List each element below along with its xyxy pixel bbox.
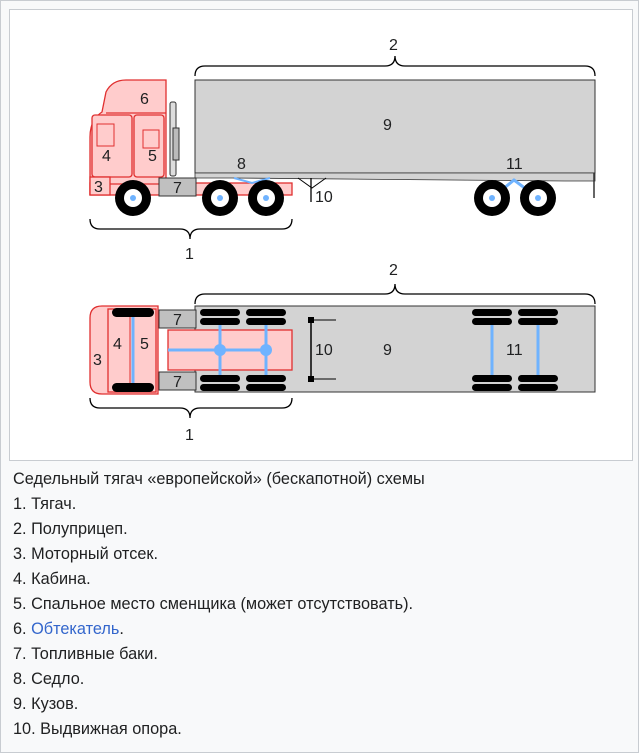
fairing-link[interactable]: Обтекатель [31, 620, 120, 638]
label-11-top: 11 [506, 342, 523, 359]
wheel-trailer-2 [520, 180, 556, 216]
label-3-top: 3 [93, 352, 102, 369]
landing-gear-callout [297, 177, 327, 189]
truck-schematic: 2 9 10 8 6 4 5 [89, 37, 596, 444]
label-5-top: 5 [140, 336, 149, 353]
caption-item: 2. Полуприцеп. [13, 520, 128, 538]
caption-item: 5. Спальное место сменщика (может отсутс… [13, 595, 414, 613]
wheel-trailer-1 [474, 180, 510, 216]
window-rear-side [142, 129, 160, 149]
caption-item: 7. Топливные баки. [13, 645, 158, 663]
truck-diagram[interactable]: 2 9 10 8 6 4 5 [9, 9, 633, 461]
caption: Седельный тягач «европейской» (бескапотн… [13, 467, 628, 742]
caption-item-number: 6. [13, 620, 32, 638]
caption-title: Седельный тягач «европейской» (бескапотн… [13, 470, 425, 488]
caption-item: 1. Тягач. [13, 495, 77, 513]
label-9-top: 9 [383, 342, 392, 359]
label-7-top-a: 7 [173, 312, 182, 329]
caption-item: 9. Кузов. [13, 695, 79, 713]
brace-semitrailer-top [194, 283, 596, 305]
label-1-top: 1 [185, 427, 194, 444]
label-7-top-b: 7 [173, 374, 182, 391]
wheel-drive-1 [202, 180, 238, 216]
brace-tractor-top [89, 397, 293, 419]
fuel-tank-top-a [158, 309, 197, 329]
label-2-side: 2 [389, 37, 398, 54]
exhaust-guard [172, 127, 180, 161]
engine-compartment-side [89, 176, 111, 196]
label-4-side: 4 [102, 148, 111, 165]
label-10-side: 10 [315, 189, 333, 206]
landing-gear-foot-a [308, 317, 314, 323]
label-9-side: 9 [383, 117, 392, 134]
landing-gear-foot-b [308, 376, 314, 382]
label-10-top: 10 [315, 342, 333, 359]
fuel-tank-top-b [158, 371, 197, 391]
fuel-tank-side [158, 177, 197, 197]
brace-tractor-side [89, 218, 293, 240]
differential-1 [214, 344, 226, 356]
caption-item: 8. Седло. [13, 670, 85, 688]
window-side [96, 123, 115, 147]
caption-item: 10. Выдвижная опора. [13, 720, 182, 738]
label-7-side: 7 [173, 180, 182, 197]
label-4-top: 4 [113, 336, 122, 353]
tire-front-left [112, 308, 154, 317]
label-5-side: 5 [148, 148, 157, 165]
caption-item: 3. Моторный отсек. [13, 545, 159, 563]
wheel-front [115, 180, 151, 216]
trailer-tires-top [472, 309, 558, 391]
brace-semitrailer-side [194, 55, 596, 77]
label-11-side: 11 [506, 156, 523, 173]
caption-item: 6. Обтекатель. [13, 617, 628, 642]
caption-item-tail: . [119, 620, 124, 638]
wheel-drive-2 [248, 180, 284, 216]
label-6: 6 [140, 91, 149, 108]
fifth-wheel-side [233, 177, 271, 185]
label-3-side: 3 [94, 179, 103, 196]
drive-tires-top [200, 309, 286, 391]
label-1-side: 1 [185, 246, 194, 263]
trailer-chassis-side [194, 172, 596, 182]
label-2-top: 2 [389, 262, 398, 279]
caption-item: 4. Кабина. [13, 570, 91, 588]
differential-2 [260, 344, 272, 356]
tire-front-right [112, 383, 154, 392]
trailer-body-side [194, 79, 596, 174]
label-8: 8 [237, 156, 246, 173]
